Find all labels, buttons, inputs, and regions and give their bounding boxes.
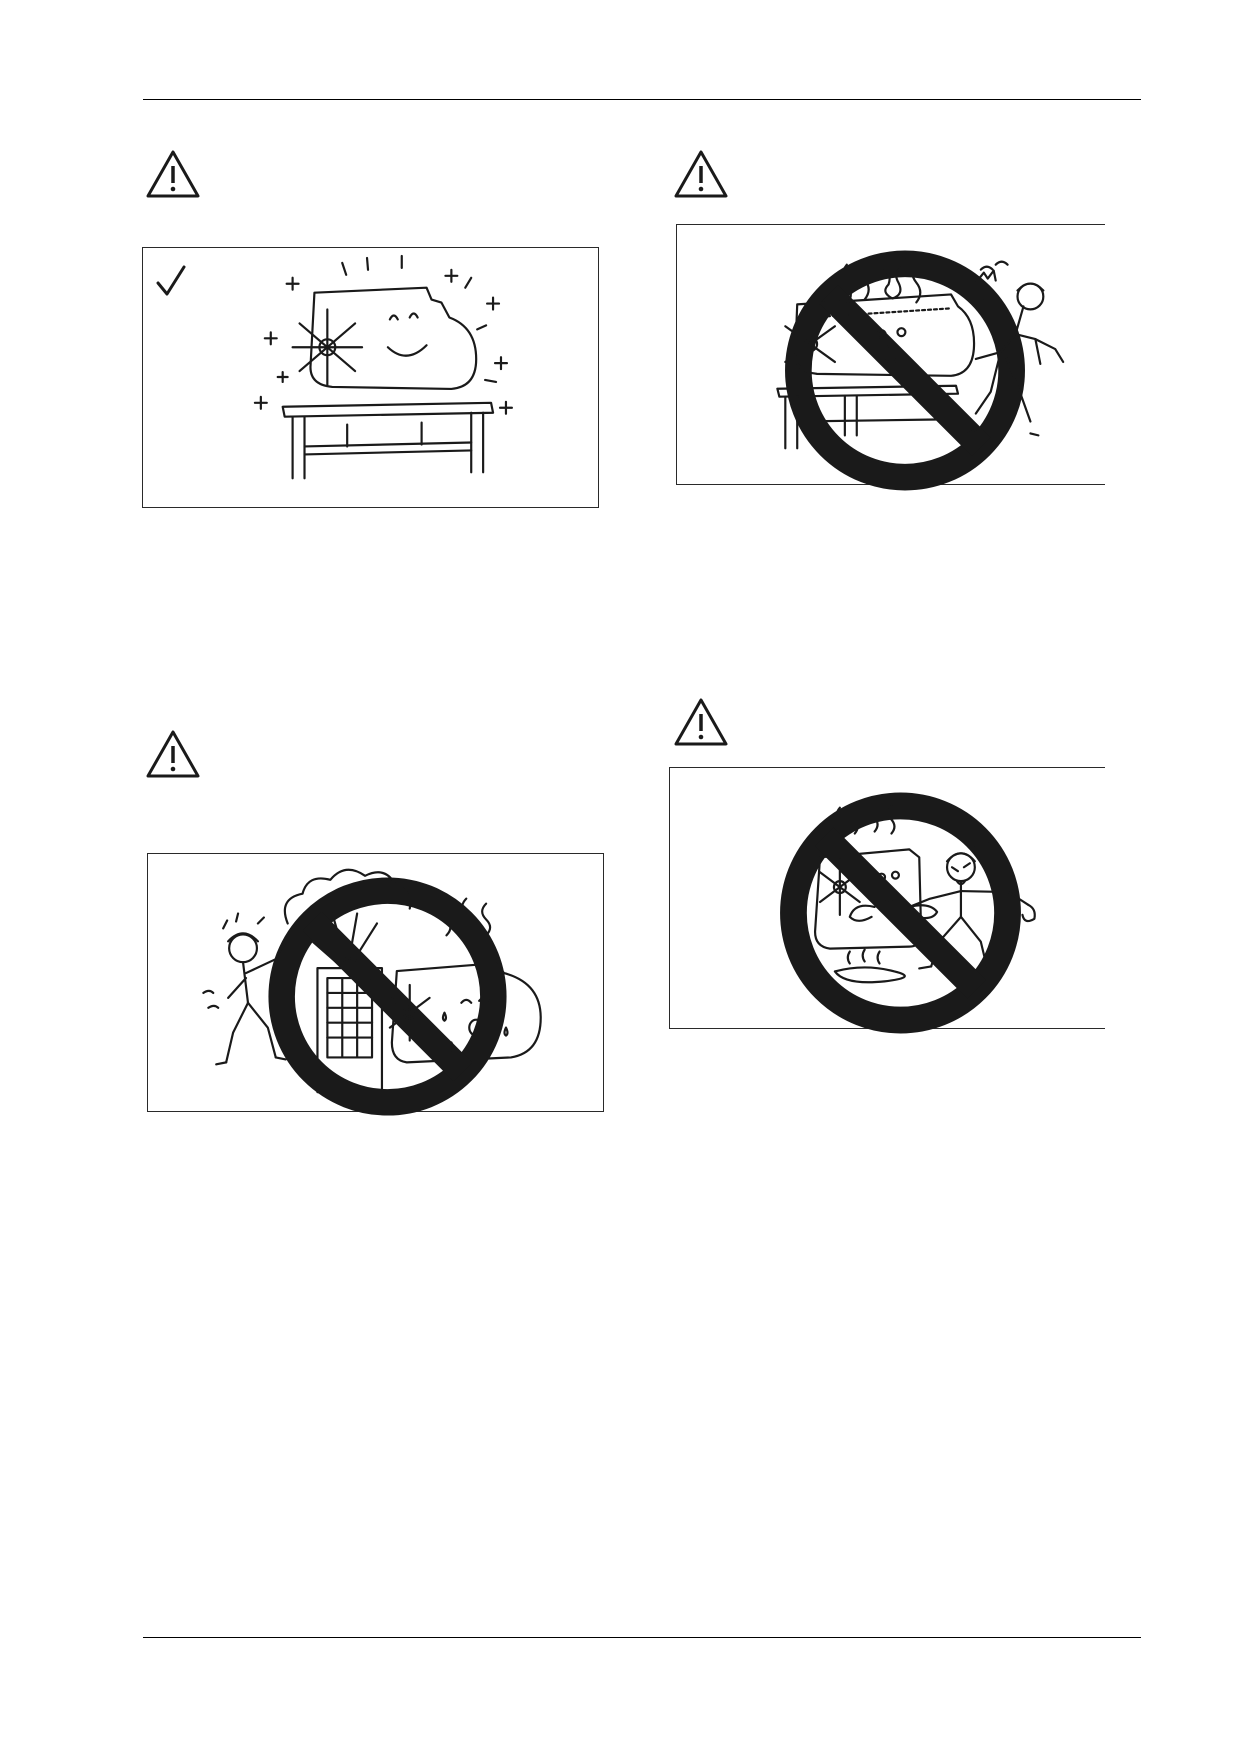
hot-engine-burn-illustration (776, 251, 1065, 450)
illustration-panel-hot-engine-prohibited (676, 224, 1105, 491)
footer-rule (143, 1637, 1141, 1638)
checkmark-icon (156, 265, 186, 296)
radiator-spray-illustration (202, 868, 542, 1094)
prohibited-icon (780, 792, 1021, 1034)
header-rule (143, 99, 1141, 100)
illustration-panel-engine-correct (142, 247, 599, 508)
prohibited-icon (268, 877, 507, 1116)
warning-triangle-icon (674, 150, 728, 198)
clean-engine-illustration (253, 254, 513, 480)
warning-triangle-icon (146, 730, 200, 778)
running-engine-shock-illustration (813, 802, 1036, 984)
warning-triangle-icon (146, 150, 200, 198)
warning-triangle-icon (674, 698, 728, 746)
illustration-panel-running-engine-prohibited (669, 767, 1105, 1034)
illustration-panel-radiator-cap-prohibited (147, 853, 604, 1116)
